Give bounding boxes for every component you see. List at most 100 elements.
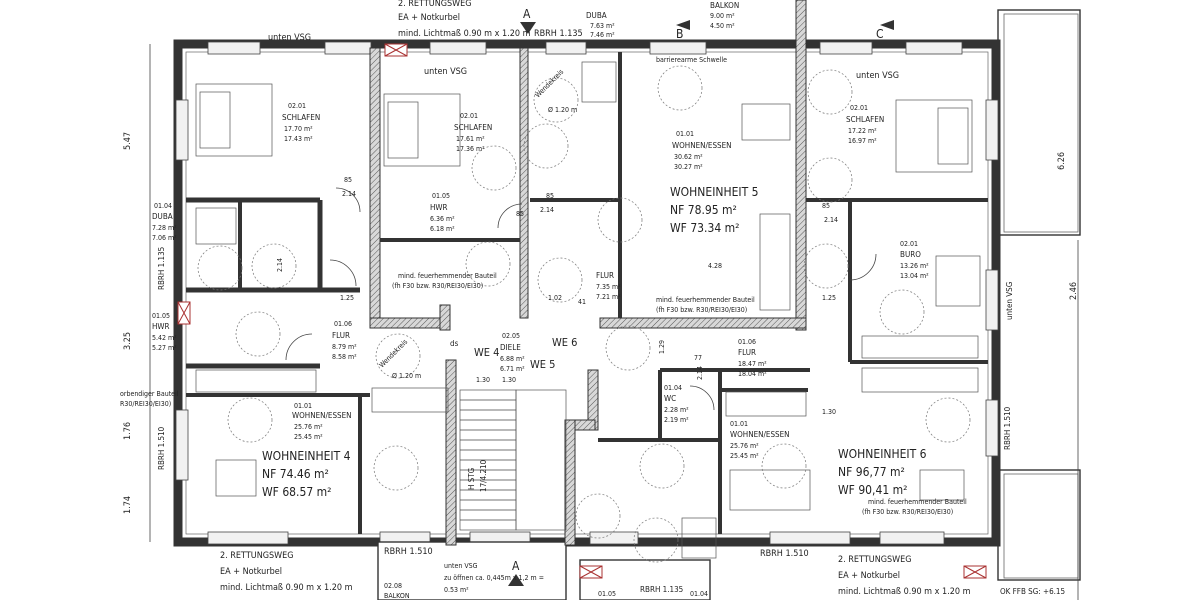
svg-text:HWR: HWR xyxy=(430,203,448,212)
door-swing xyxy=(329,259,357,287)
dim-176: 1.76 xyxy=(123,422,133,440)
svg-text:WOHNEN/ESSEN: WOHNEN/ESSEN xyxy=(292,411,352,420)
svg-text:SCHLAFEN: SCHLAFEN xyxy=(454,123,492,132)
fire-wall xyxy=(519,47,529,319)
fire-wall xyxy=(564,419,576,546)
right-balcony-frame-upper xyxy=(1003,13,1079,233)
desk xyxy=(935,255,981,307)
dim-174: 1.74 xyxy=(123,496,133,514)
core-we6: WE 6 xyxy=(552,336,577,349)
dim-325: 3.25 xyxy=(123,332,133,350)
unten-vsg-label: unten VSG xyxy=(268,33,311,43)
svg-text:6.71 m²: 6.71 m² xyxy=(500,365,525,373)
wendekreis-circle xyxy=(803,243,849,289)
svg-text:13.04 m²: 13.04 m² xyxy=(900,272,929,280)
rbrh-left-1510: RBRH 1.510 xyxy=(157,426,166,470)
svg-text:01.04: 01.04 xyxy=(664,384,682,392)
svg-text:01.05: 01.05 xyxy=(152,312,170,320)
dim-130b: 1.30 xyxy=(502,376,516,384)
svg-text:SCHLAFEN: SCHLAFEN xyxy=(846,115,884,124)
window xyxy=(207,41,261,55)
svg-text:DUBA: DUBA xyxy=(152,212,173,221)
svg-text:16.97 m²: 16.97 m² xyxy=(848,137,877,145)
svg-text:FLUR: FLUR xyxy=(596,271,614,280)
bottom-rbrh-right: RBRH 1.510 xyxy=(760,549,809,559)
room-wohnen-w6: 01.01 WOHNEN/ESSEN 25.76 m² 25.45 m² xyxy=(730,420,790,460)
section-label-a-bottom: A xyxy=(512,559,520,573)
svg-text:30.27 m²: 30.27 m² xyxy=(674,163,703,171)
svg-text:NF 78.95 m²: NF 78.95 m² xyxy=(670,203,737,217)
svg-text:WOHNEINHEIT 5: WOHNEINHEIT 5 xyxy=(670,185,758,199)
window xyxy=(324,41,372,55)
unten-vsg-right: unten VSG xyxy=(1005,282,1014,320)
room-hwr-w4: 01.05 HWR 5.42 m² 5.27 m² xyxy=(152,312,177,352)
kitchen-counter xyxy=(861,367,979,393)
svg-text:WOHNEN/ESSEN: WOHNEN/ESSEN xyxy=(730,430,790,439)
bottom-rettungsweg-right: 2. RETTUNGSWEG xyxy=(838,555,912,565)
window xyxy=(879,531,945,545)
room-flur-w4: 01.06 FLUR 8.79 m² 8.58 m² xyxy=(332,320,357,361)
svg-text:8.79 m²: 8.79 m² xyxy=(332,343,357,351)
svg-text:WOHNEINHEIT 6: WOHNEINHEIT 6 xyxy=(838,447,927,461)
window xyxy=(175,99,189,161)
svg-text:WOHNEINHEIT 4: WOHNEINHEIT 4 xyxy=(262,449,351,463)
svg-text:WF 68.57 m²: WF 68.57 m² xyxy=(262,485,331,499)
fire-wall xyxy=(599,317,807,329)
svg-text:17.36 m²: 17.36 m² xyxy=(456,145,485,153)
fire-note-b: (fh F30 bzw. R30/REI30/EI30) xyxy=(862,508,953,516)
bath-fixtures xyxy=(581,61,617,103)
room-schlafen-w5: 02.01 SCHLAFEN 17.61 m² 17.36 m² xyxy=(454,112,492,153)
room-diele: 02.05 DIELE 6.88 m² 6.71 m² xyxy=(500,332,525,373)
svg-text:01.06: 01.06 xyxy=(334,320,352,328)
svg-text:13.26 m²: 13.26 m² xyxy=(900,262,929,270)
barrierearme-schwelle: barrierearme Schwelle xyxy=(656,56,727,64)
svg-text:01.01: 01.01 xyxy=(730,420,748,428)
svg-text:DIELE: DIELE xyxy=(500,343,521,352)
wendekreis-circle xyxy=(633,517,679,563)
room-schlafen-w4: 02.01 SCHLAFEN 17.70 m² 17.43 m² xyxy=(282,102,320,143)
stair-label-b: 17/4.210 xyxy=(479,459,488,492)
window xyxy=(429,41,487,55)
wendekreis-circle xyxy=(373,445,419,491)
bottom-ea-right: EA + Notkurbel xyxy=(838,571,900,581)
door-swing xyxy=(689,385,715,411)
svg-text:WF 90,41 m²: WF 90,41 m² xyxy=(838,483,907,497)
wendekreis-circle xyxy=(575,493,621,539)
svg-text:7.28 m²: 7.28 m² xyxy=(152,224,177,232)
top-rbrh: RBRH 1.135 xyxy=(534,29,583,39)
dim-85d: 85 xyxy=(516,210,524,218)
dim-125b: 1.25 xyxy=(822,294,836,302)
sofa xyxy=(861,335,979,359)
wendekreis-circle xyxy=(533,77,579,123)
svg-text:6.36 m²: 6.36 m² xyxy=(430,215,455,223)
room-buro-w6: 02.01 BURO 13.26 m² 13.04 m² xyxy=(900,240,929,280)
bottom-oeffnen: zu öffnen ca. 0,445m x 1,2 m = xyxy=(444,574,544,582)
kitchen-counter xyxy=(725,391,807,417)
bottom-oeffnen-b: 0.53 m² xyxy=(444,586,469,594)
svg-text:01.06: 01.06 xyxy=(738,338,756,346)
svg-text:7.35 m²: 7.35 m² xyxy=(596,283,621,291)
section-label-b: B xyxy=(676,27,683,41)
wendekreis-note: Wendekreis xyxy=(378,338,410,370)
bed-pillow xyxy=(937,107,969,165)
wendekreis-circle xyxy=(879,289,925,335)
window xyxy=(545,41,587,55)
bath-fixtures xyxy=(195,207,237,245)
svg-text:6.88 m²: 6.88 m² xyxy=(500,355,525,363)
wendekreis-circle xyxy=(925,397,971,443)
room-hwr-w5: 01.05 HWR 6.36 m² 6.18 m² xyxy=(430,192,455,233)
svg-text:01.01: 01.01 xyxy=(294,402,312,410)
unten-vsg-label: unten VSG xyxy=(424,67,467,77)
window xyxy=(905,41,963,55)
svg-text:FLUR: FLUR xyxy=(738,348,756,357)
wendekreis-circle xyxy=(657,65,703,111)
wendekreis-circle xyxy=(197,245,243,291)
wendekreis-size: Ø 1.20 m xyxy=(548,106,577,114)
dim-214c: 2.14 xyxy=(824,216,838,224)
dim-214a: 2.14 xyxy=(342,190,356,198)
room-duba-w4: 01.04 DUBA 7.28 m² 7.06 m² xyxy=(152,202,177,242)
door-swing xyxy=(335,187,361,213)
wendekreis-circle xyxy=(597,197,643,243)
duba-top-area: 7.63 m² xyxy=(590,22,615,30)
